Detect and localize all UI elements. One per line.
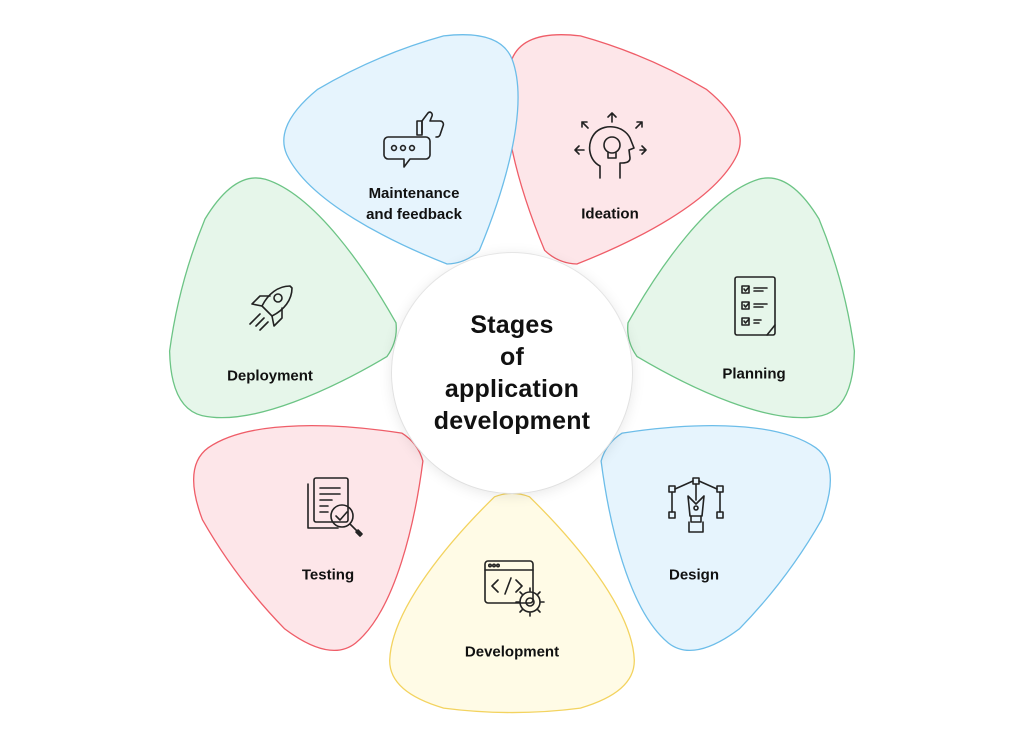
- lightbulb-head-icon: [574, 112, 647, 179]
- stage-label-line: and feedback: [366, 206, 462, 223]
- stage-label-line: Ideation: [581, 205, 639, 223]
- center-circle: Stages of application development: [392, 253, 632, 493]
- center-title-line: application: [444, 375, 580, 403]
- rocket-icon: [249, 285, 293, 331]
- document-magnifier-icon: [307, 477, 363, 537]
- center-title-line: development: [433, 407, 591, 435]
- stage-label-line: Development: [464, 643, 560, 661]
- stage-label-line: Design: [668, 566, 720, 584]
- stage-label-maintenance: Maintenance and feedback: [366, 183, 462, 225]
- center-title-line: Stages: [470, 311, 554, 339]
- center-title-line: of: [500, 343, 524, 371]
- petal-design: [600, 425, 831, 651]
- pen-tool-icon: [668, 477, 724, 533]
- center-title: Stages of application development: [412, 309, 612, 437]
- stage-label-deployment: Deployment: [227, 366, 313, 387]
- petal-deployment: [168, 177, 397, 419]
- checklist-icon: [734, 276, 776, 336]
- petal-testing: [193, 425, 424, 651]
- stage-label-testing: Testing: [302, 565, 354, 586]
- stage-label-line: Maintenance: [368, 185, 460, 202]
- stage-label-line: Planning: [722, 365, 786, 383]
- stage-label-ideation: Ideation: [581, 204, 639, 225]
- stage-label-design: Design: [669, 565, 719, 586]
- stage-label-line: Testing: [301, 566, 355, 584]
- stage-label-planning: Planning: [722, 364, 785, 385]
- code-window-gear-icon: [484, 560, 545, 617]
- chat-thumbs-up-icon: [383, 111, 445, 168]
- petal-planning: [627, 177, 856, 419]
- stage-label-development: Development: [465, 642, 559, 663]
- stage-label-line: Deployment: [227, 367, 313, 385]
